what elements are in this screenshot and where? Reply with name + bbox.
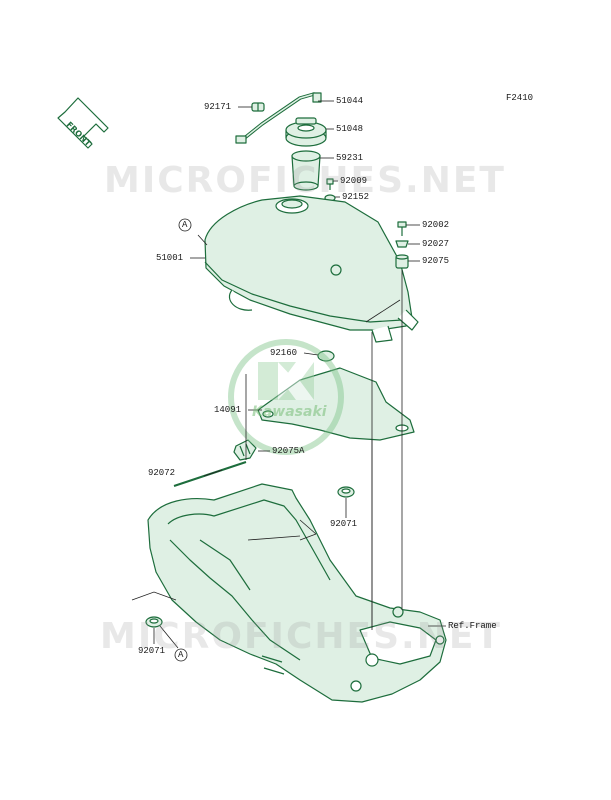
front-arrow-icon	[57, 97, 109, 149]
part-label-92075: 92075	[422, 256, 450, 266]
bolt-part	[397, 221, 407, 236]
grommet-lower	[145, 616, 163, 628]
fuel-cap	[285, 117, 327, 147]
part-label-92071-upper: 92071	[330, 519, 358, 529]
callout-a-circle-bottom	[174, 648, 188, 662]
part-label-92171: 92171	[204, 102, 232, 112]
part-label-92075a: 92075A	[272, 446, 305, 456]
part-label-92152: 92152	[342, 192, 370, 202]
part-label-59231: 59231	[336, 153, 364, 163]
part-label-92027: 92027	[422, 239, 450, 249]
collar-part	[395, 240, 409, 248]
part-label-92009: 92009	[340, 176, 368, 186]
breather-hose	[235, 92, 322, 144]
frame-part	[147, 483, 447, 703]
part-label-51048: 51048	[336, 124, 364, 134]
figure-code: F2410	[506, 93, 534, 103]
part-label-92072: 92072	[148, 468, 176, 478]
part-label-92071-lower: 92071	[138, 646, 166, 656]
screw-part	[326, 178, 334, 190]
kawasaki-logo	[228, 339, 344, 455]
part-label-14091: 14091	[214, 405, 242, 415]
cap-part	[317, 350, 335, 362]
part-label-92002: 92002	[422, 220, 450, 230]
grommet-upper	[337, 486, 355, 498]
clamp-part	[251, 102, 265, 112]
damper-a-part	[233, 439, 257, 461]
callout-a-bottom: A	[178, 650, 184, 660]
part-label-51001: 51001	[156, 253, 184, 263]
fuel-tank	[204, 195, 419, 343]
filler-neck	[291, 150, 321, 191]
callout-a-circle-top	[178, 218, 192, 232]
callout-a-top: A	[182, 220, 188, 230]
leader-lines	[131, 100, 446, 649]
part-label-51044: 51044	[336, 96, 364, 106]
part-label-92160: 92160	[270, 348, 298, 358]
ref-frame-label: Ref.Frame	[448, 621, 497, 631]
watermark-bottom: MICROFICHES.NET	[100, 616, 502, 657]
kawasaki-logo-text: Kawasaki	[252, 404, 327, 420]
watermark-top: MICROFICHES.NET	[104, 160, 506, 201]
damper-part	[395, 254, 409, 269]
